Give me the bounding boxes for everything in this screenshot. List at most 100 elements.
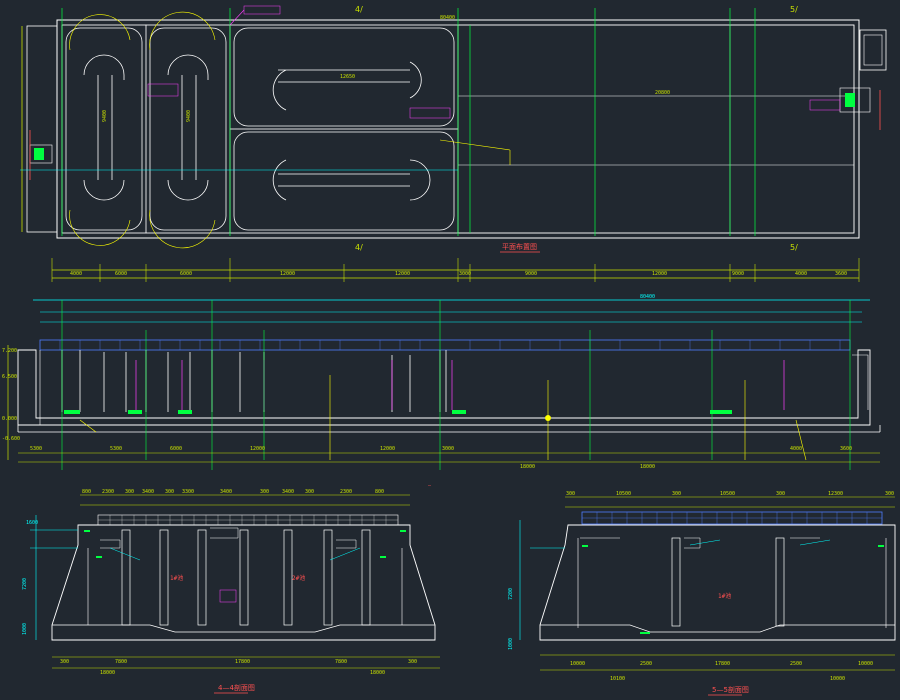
section-a-floor	[52, 624, 435, 633]
section-a-dim-top-6: 3300	[182, 489, 194, 495]
section-a-dim-bottom2-2: 18000	[370, 670, 385, 676]
section-a-mark: —	[428, 483, 432, 489]
plan-outlet-inner	[863, 34, 883, 66]
section-b-dim-bottom-5: 10000	[858, 661, 873, 667]
section-a-dim-top-7: 3400	[220, 489, 232, 495]
section-a-left-dim-2: 7200	[22, 578, 28, 590]
plan-dim-6: 3000	[459, 271, 471, 277]
plan-dim-7: 9000	[525, 271, 537, 277]
section-a-walkway-hatch	[98, 515, 398, 525]
plan-dim-2: 6000	[115, 271, 127, 277]
plan-dim-8: 12000	[652, 271, 667, 277]
section-b-dim-bottom2-2: 10000	[830, 676, 845, 682]
profile-dim-5: 12000	[380, 446, 395, 452]
section-a-dim-top-12: 800	[375, 489, 384, 495]
section-a-dim-bottom-1: 300	[60, 659, 69, 665]
plan-channel-length-1: 9400	[102, 110, 108, 122]
plan-dim-3: 6000	[180, 271, 192, 277]
plan-title: 平面布置图	[502, 242, 537, 251]
section-a-view: 800 2300 300 3400 300 3300 3400 300 3400…	[22, 483, 440, 694]
profile-dim-2: 5300	[110, 446, 122, 452]
section-b-green-marks	[582, 545, 884, 634]
section-a-dim-bottom-4: 7800	[335, 659, 347, 665]
plan-dim-9: 9000	[732, 271, 744, 277]
section-a-dim-top-5: 300	[165, 489, 174, 495]
plan-axis-lines	[61, 8, 756, 236]
profile-walkway-hatch	[59, 340, 841, 350]
section-b-dim-top-4: 10500	[720, 491, 735, 497]
section-b-dim-top-2: 10500	[616, 491, 631, 497]
section-b-inner-walls	[577, 538, 887, 628]
section-b-tank-label-1: 1#池	[718, 592, 731, 600]
plan-bottom-dim-chain: 4000 6000 6000 12000 12000 3000 9000 120…	[51, 258, 860, 282]
section-b-dim-top-5: 300	[776, 491, 785, 497]
section-b-dim-bottom2-1: 10100	[610, 676, 625, 682]
section-b-left-dim-1: 7200	[508, 588, 514, 600]
profile-dim-3: 6000	[170, 446, 182, 452]
section-a-dim-bottom-5: 300	[408, 659, 417, 665]
plan-channel-length-3: 12650	[340, 74, 355, 80]
profile-dim-6: 3000	[442, 446, 454, 452]
section-a-leaders	[30, 529, 361, 561]
plan-total-length: 80400	[440, 15, 455, 21]
plan-dim-1: 4000	[70, 271, 82, 277]
section-a-dim-top-11: 2300	[340, 489, 352, 495]
section-a-dim-top-10: 300	[305, 489, 314, 495]
section-b-dim-bottom-4: 2500	[790, 661, 802, 667]
plan-view: 80400 9400 9400 12650 20800 4/ 5/ 4/ 5/ …	[20, 5, 887, 282]
profile-elev-3: 0.000	[2, 416, 17, 422]
section-a-dim-bottom-3: 17800	[235, 659, 250, 665]
plan-inlet-gate	[34, 148, 44, 160]
profile-dim-8: 18000	[640, 464, 655, 470]
plan-grid-left-bottom: 4/	[355, 243, 363, 252]
section-b-floor	[540, 624, 895, 633]
plan-channel-length-4: 20800	[655, 90, 670, 96]
profile-elev-4: -0.600	[2, 436, 20, 442]
plan-outlet-gate	[845, 93, 855, 107]
section-a-dim-top-9: 3400	[282, 489, 294, 495]
plan-cell-2-round	[149, 27, 227, 231]
section-a-green-marks	[84, 530, 406, 558]
section-b-dim-top-7: 300	[885, 491, 894, 497]
section-a-dim-top-3: 300	[125, 489, 134, 495]
section-b-dim-top-6: 12300	[828, 491, 843, 497]
plan-corridor-lower-round	[233, 131, 455, 231]
plan-cell-1-baffle	[83, 54, 125, 201]
section-b-dim-bottom-1: 10000	[570, 661, 585, 667]
section-a-tank-label-1: 1#池	[170, 574, 183, 582]
section-b-columns	[671, 537, 785, 627]
profile-marker	[545, 415, 551, 421]
plan-corridor-lower-baffle	[272, 159, 431, 201]
profile-green-marks	[64, 410, 732, 414]
plan-corridor-upper-baffle	[272, 61, 422, 111]
plan-dim-11: 3600	[835, 271, 847, 277]
section-a-dim-top-2: 2300	[102, 489, 114, 495]
plan-grid-right-bottom: 5/	[790, 243, 798, 252]
section-a-dim-bottom-2: 7800	[115, 659, 127, 665]
section-a-left-dim-1: 1600	[26, 520, 38, 526]
section-a-tank-label-2: 2#池	[292, 574, 305, 582]
plan-grid-right-top: 5/	[790, 5, 798, 14]
profile-dim-9: 4000	[790, 446, 802, 452]
profile-dim-7: 18000	[520, 464, 535, 470]
section-a-dim-top-1: 800	[82, 489, 91, 495]
plan-corridor-upper-round	[233, 27, 455, 127]
section-a-inner-walls	[87, 548, 403, 625]
profile-view: 80400	[2, 294, 881, 470]
section-b-leaders	[530, 539, 831, 549]
section-b-view: 300 10500 300 10500 300 12300 300 1#池	[508, 491, 896, 696]
plan-cell-1-round	[65, 27, 143, 231]
profile-dim-10: 3600	[840, 446, 852, 452]
section-b-tank	[539, 524, 896, 641]
section-a-left-dim-3: 1000	[22, 623, 28, 635]
section-a-title: 4—4剖面图	[218, 683, 255, 692]
plan-cell-2-baffle	[167, 54, 209, 201]
plan-dim-4: 12000	[280, 271, 295, 277]
section-a-tank	[51, 524, 436, 641]
plan-outlet-box	[859, 29, 887, 71]
profile-tank-wall	[17, 349, 871, 426]
profile-axis-lines	[61, 300, 851, 470]
profile-total-length: 80400	[640, 294, 655, 300]
section-a-dim-top-4: 3400	[142, 489, 154, 495]
